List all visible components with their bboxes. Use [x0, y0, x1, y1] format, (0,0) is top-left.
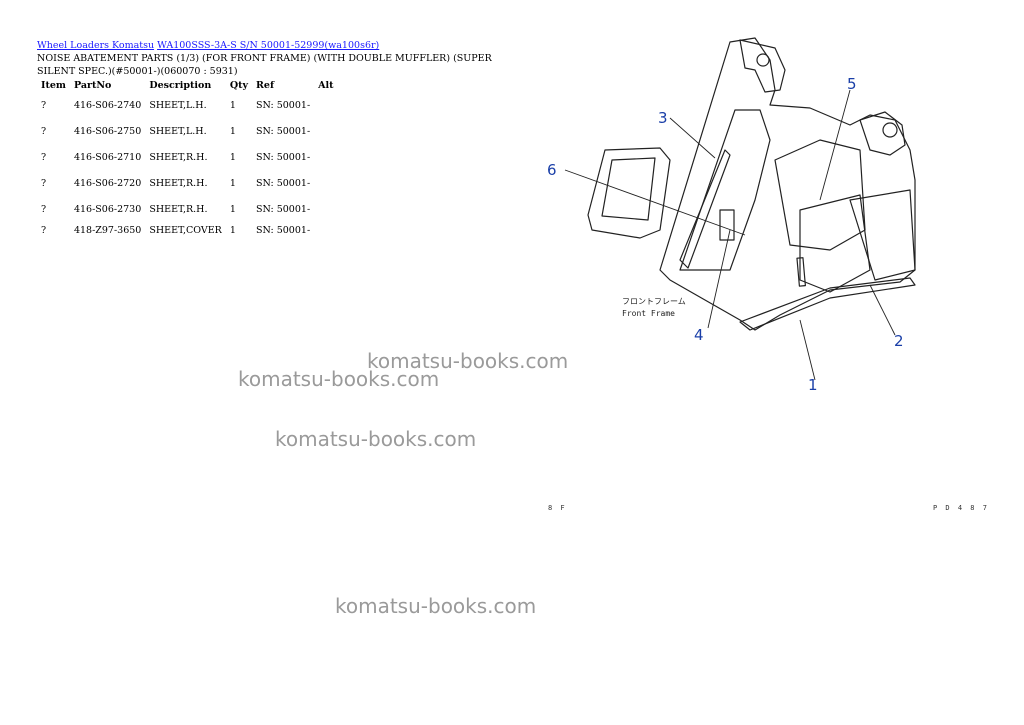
cell-partno: 416-S06-2750: [73, 125, 142, 137]
right-lug: [859, 111, 906, 156]
callout-3: 3: [658, 109, 668, 127]
cell-qty: 1: [229, 99, 236, 111]
watermark: komatsu-books.com: [275, 427, 477, 451]
cell-ref: SN: 50001-: [256, 125, 311, 137]
diagram-caption-jp: フロントフレーム: [622, 297, 686, 306]
cell-partno: 416-S06-2720: [73, 177, 142, 189]
cell-ref: SN: 50001-: [256, 151, 311, 163]
cell-alt: [314, 144, 337, 170]
column-header-ref: Ref: [256, 79, 275, 91]
upper-lug: [739, 39, 786, 93]
column-header-description: Description: [149, 79, 212, 91]
table-row: ? 418-Z97-3650 SHEET,COVER 1 SN: 50001-: [37, 222, 338, 238]
callout-2: 2: [894, 332, 904, 350]
table-row: ? 416-S06-2730 SHEET,R.H. 1 SN: 50001-: [37, 196, 338, 222]
column-header-partno: PartNo: [73, 79, 112, 91]
inner-panel-right: [774, 139, 866, 251]
cell-alt: [314, 196, 337, 222]
cell-partno: 416-S06-2710: [73, 151, 142, 163]
cell-partno: 418-Z97-3650: [73, 224, 142, 236]
cell-ref: SN: 50001-: [256, 177, 311, 189]
cell-item: ?: [41, 151, 47, 163]
cell-item: ?: [41, 125, 47, 137]
frame-outline: [659, 37, 916, 331]
vertical-strip: [679, 149, 731, 269]
front-frame-diagram: 1 2 3 4 5 6 フロントフレーム Front Frame: [547, 37, 916, 394]
table-row: ? 416-S06-2710 SHEET,R.H. 1 SN: 50001-: [37, 144, 338, 170]
table-row: ? 416-S06-2720 SHEET,R.H. 1 SN: 50001-: [37, 170, 338, 196]
cell-alt: [314, 118, 337, 144]
cell-alt: [314, 92, 337, 118]
page-title: NOISE ABATEMENT PARTS (1/3) (FOR FRONT F…: [37, 53, 492, 77]
watermark: komatsu-books.com: [238, 367, 440, 391]
watermark: komatsu-books.com: [367, 349, 569, 373]
watermark: komatsu-books.com: [335, 594, 537, 618]
cell-ref: SN: 50001-: [256, 203, 311, 215]
cell-partno: 416-S06-2740: [73, 99, 142, 111]
cell-item: ?: [41, 99, 47, 111]
cell-qty: 1: [229, 203, 236, 215]
cell-alt: [314, 170, 337, 196]
cell-description: SHEET,R.H.: [149, 177, 208, 189]
callout-4: 4: [694, 326, 704, 344]
callout-1: 1: [808, 376, 818, 394]
cell-qty: 1: [229, 177, 236, 189]
cell-ref: SN: 50001-: [256, 224, 311, 236]
table-row: ? 416-S06-2740 SHEET,L.H. 1 SN: 50001-: [37, 92, 338, 118]
cell-description: SHEET,L.H.: [149, 99, 207, 111]
cell-qty: 1: [229, 224, 236, 236]
column-header-qty: Qty: [229, 79, 249, 91]
cell-partno: 416-S06-2730: [73, 203, 142, 215]
callout-5: 5: [847, 75, 857, 93]
cell-qty: 1: [229, 151, 236, 163]
cell-description: SHEET,R.H.: [149, 203, 208, 215]
diagram-caption-en: Front Frame: [622, 309, 675, 318]
column-header-item: Item: [41, 79, 66, 91]
cell-alt: [314, 222, 337, 238]
cell-item: ?: [41, 224, 47, 236]
cover-sheet: [587, 147, 671, 239]
corner-mark-bottom-left: 8 F: [548, 504, 567, 512]
breadcrumb-link-wheel-loaders[interactable]: Wheel Loaders Komatsu: [37, 40, 155, 51]
side-sheet-far-right: [849, 189, 916, 281]
cell-description: SHEET,R.H.: [149, 151, 208, 163]
breadcrumb-link-model[interactable]: WA100SSS-3A-S S/N 50001-52999(wa100s6r): [157, 40, 380, 51]
cell-description: SHEET,L.H.: [149, 125, 207, 137]
bottom-rail: [739, 277, 916, 331]
parts-table: Item PartNo Description Qty Ref Alt ? 41…: [37, 78, 338, 238]
side-sheet-right: [799, 194, 871, 293]
cell-ref: SN: 50001-: [256, 99, 311, 111]
column-header-alt: Alt: [318, 79, 334, 91]
cell-qty: 1: [229, 125, 236, 137]
corner-mark-bottom-right: P D 4 8 7: [933, 504, 989, 512]
cell-item: ?: [41, 177, 47, 189]
cell-description: SHEET,COVER: [149, 224, 222, 236]
callout-6: 6: [547, 161, 557, 179]
table-header-row: Item PartNo Description Qty Ref Alt: [37, 78, 338, 92]
table-row: ? 416-S06-2750 SHEET,L.H. 1 SN: 50001-: [37, 118, 338, 144]
inner-panel-left: [679, 109, 771, 271]
cell-item: ?: [41, 203, 47, 215]
